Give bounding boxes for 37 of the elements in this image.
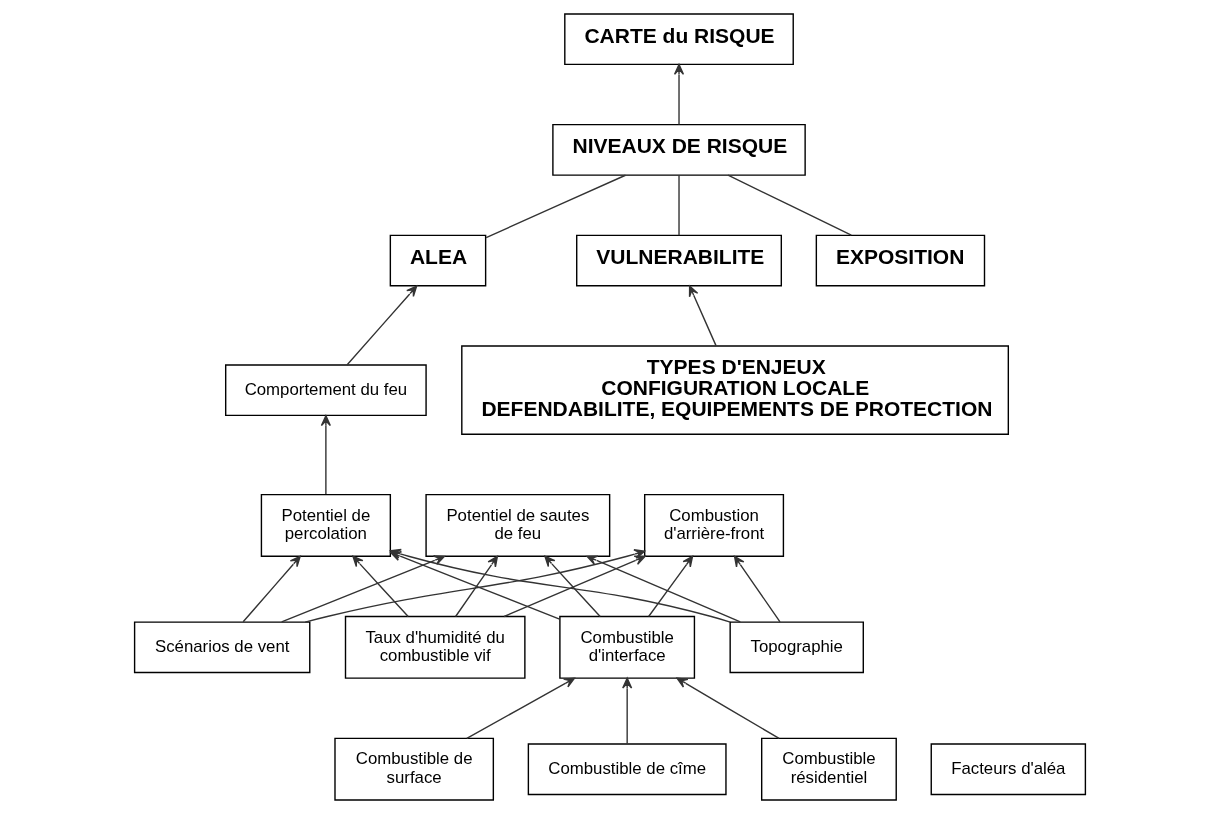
arrow [622,677,633,745]
node-box: Combustible résidentiel [761,737,897,801]
arrow [676,677,780,740]
connector [485,174,627,239]
node-box: NIVEAUX DE RISQUE [552,123,806,176]
node-box: Potentiel de sautes de feu [425,493,611,557]
node-box: ALEA [389,234,487,287]
arrow [454,555,499,618]
arrow [503,555,646,618]
arrow [688,285,717,347]
node-box: Potentiel de percolation [260,493,392,557]
arrow [280,555,445,623]
connector [727,174,852,236]
node-box: Combustible d'interface [559,615,696,679]
node-box: Taux d'humidité du combustible vif [344,615,526,679]
arrow [346,285,418,366]
arrow [242,555,301,623]
arrow [352,555,409,618]
arrow [586,555,741,623]
node-box: Facteurs d'aléa [930,743,1087,796]
node-box: Combustible de cîme [527,743,727,796]
arrow [320,415,331,495]
node-box: CARTE du RISQUE [564,13,794,66]
node-box: Topographie [729,621,864,674]
node-box: Combustion d'arrière-front [643,493,785,557]
arrow [733,555,781,623]
node-box: Combustible de surface [334,737,495,801]
arrow [673,63,685,126]
node-box: EXPOSITION [815,234,986,287]
arrow [544,555,601,618]
node-box: Scénarios de vent [133,621,311,674]
arrow [466,677,576,740]
arrow [647,555,694,618]
connector [678,174,680,236]
node-box: VULNERABILITE [576,234,782,287]
node-box: TYPES D'ENJEUX CONFIGURATION LOCALE DEFENDABILITE, EQUIPEMENTS DE PROTECTION [461,345,1010,436]
node-box: Comportement du feu [225,364,427,417]
